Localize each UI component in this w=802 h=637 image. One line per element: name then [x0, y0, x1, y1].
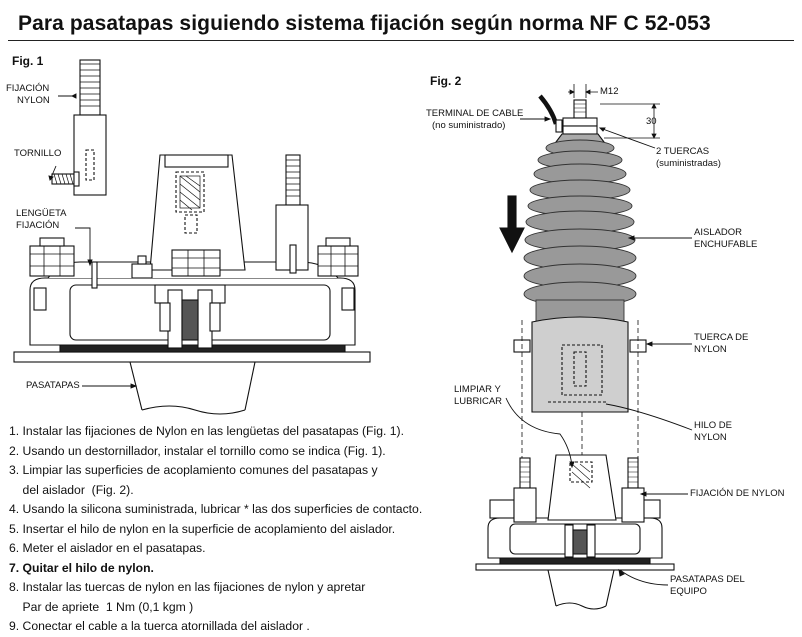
step-7: 7. Quitar el hilo de nylon. [9, 560, 154, 575]
dimension-lines [568, 84, 660, 139]
fig1-label: Fig. 1 [12, 54, 44, 68]
title-divider [8, 40, 794, 41]
pluggable-insulator [513, 133, 647, 413]
step-3: 3. Limpiar las superficies de acoplamien… [9, 463, 378, 477]
bushing-assembly-fig2 [475, 454, 675, 610]
fig1-lengueta-label: LENGÜETA FIJACIÓN [16, 208, 67, 231]
cable [538, 94, 559, 125]
insertion-arrow [499, 195, 525, 254]
fig2-m12-label: M12 [600, 86, 619, 97]
step-6: 6. Meter el aislador en el pasatapas. [9, 541, 206, 555]
fig2-limpiar-label: LIMPIAR Y LUBRICAR [454, 384, 503, 407]
stud-and-nuts [555, 99, 598, 135]
fig2-aislador-label: AISLADOR ENCHUFABLE [694, 227, 758, 250]
fig1-pasatapas-label: PASATAPAS [26, 380, 80, 391]
loose-screw [51, 171, 80, 187]
fig1-leaders [48, 93, 138, 389]
fig2-pasatapas-equipo-label: PASATAPAS DEL EQUIPO [670, 574, 745, 597]
fig2-tuerca-nylon-label: TUERCA DE NYLON [694, 332, 749, 355]
guide-lines [521, 320, 639, 460]
bushing-assembly-fig1 [13, 154, 371, 415]
step-3-continued: del aislador (Fig. 2). [9, 482, 134, 497]
fig2-leaders [505, 116, 693, 586]
step-2: 2. Usando un destornillador, instalar el… [9, 443, 386, 458]
fig1-fijacion-nylon-label: FIJACIÓN NYLON [6, 83, 50, 106]
step-9: 9. Conectar el cable a la tuerca atornil… [9, 619, 310, 633]
page-title: Para pasatapas siguiendo sistema fijació… [18, 12, 711, 35]
step-8-torque: Par de apriete 1 Nm (0,1 kgm ) [9, 599, 194, 614]
fig2-terminal-label: TERMINAL DE CABLE (no suministrado) [426, 108, 524, 131]
fig2-label: Fig. 2 [430, 74, 462, 88]
fig2-hilo-label: HILO DE NYLON [694, 420, 733, 443]
fig2-fijacion-nylon-label: FIJACIÓN DE NYLON [690, 488, 785, 499]
fig2-tuercas-label: 2 TUERCAS (suministradas) [656, 146, 721, 169]
step-4: 4. Usando la silicona suministrada, lubr… [9, 502, 423, 516]
fig2-dim30-label: 30 [646, 116, 657, 127]
step-1: 1. Instalar las fijaciones de Nylon en l… [9, 424, 404, 438]
step-5: 5. Insertar el hilo de nylon en la super… [9, 521, 396, 536]
fig1-tornillo-label: TORNILLO [14, 148, 62, 159]
instruction-steps: 1. Instalar las fijaciones de Nylon en l… [9, 422, 422, 637]
step-8: 8. Instalar las tuercas de nylon en las … [9, 580, 366, 594]
